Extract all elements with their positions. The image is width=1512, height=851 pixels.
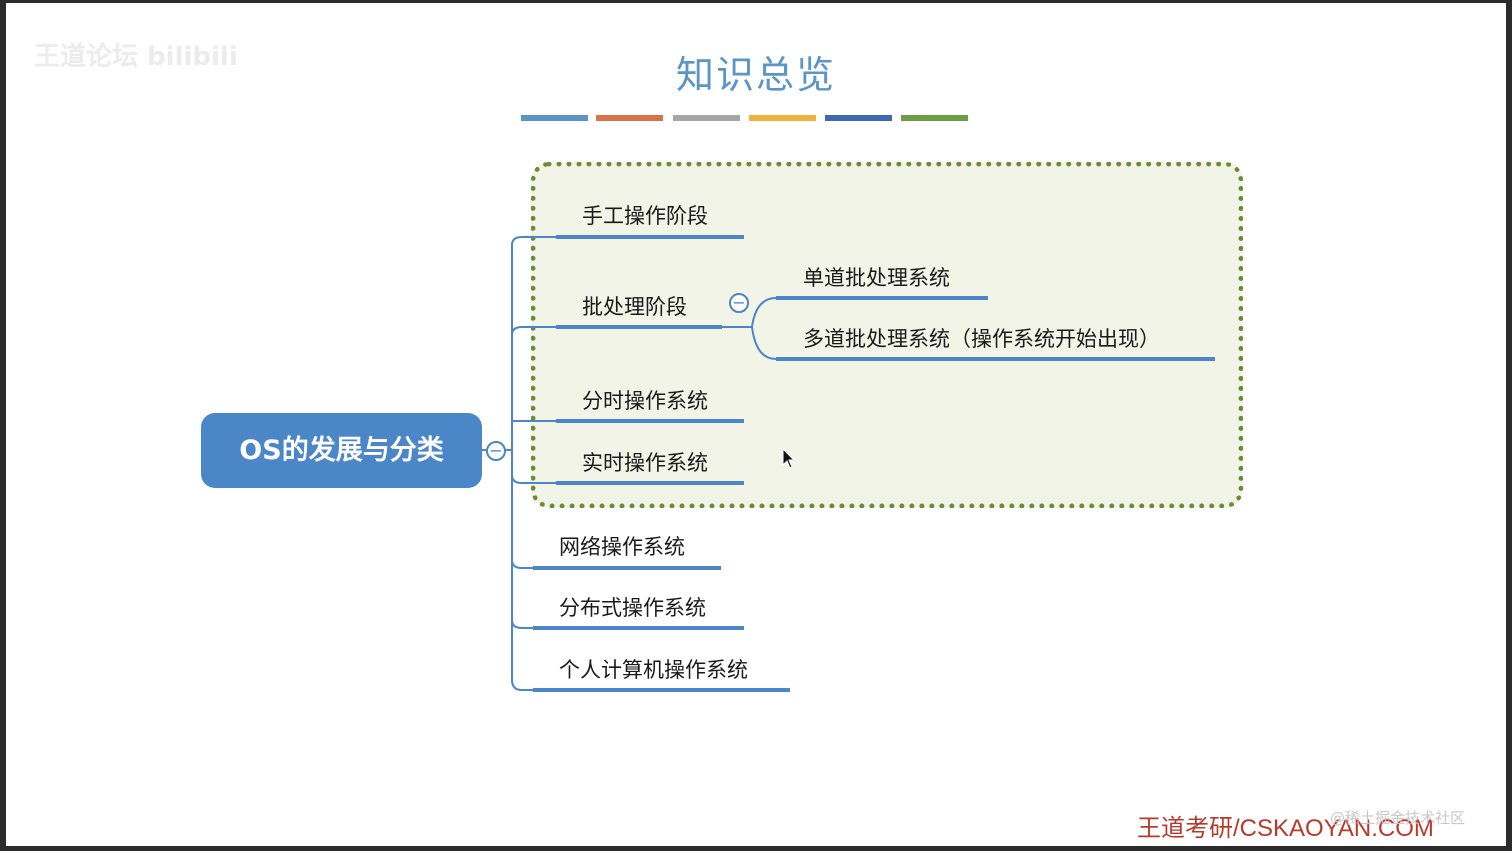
node-distributed-underline	[533, 626, 744, 630]
branch-2	[511, 326, 556, 336]
node-real-time-underline	[556, 481, 744, 485]
node-distributed[interactable]: 分布式操作系统	[559, 596, 706, 620]
node-personal-underline	[533, 688, 790, 692]
branch-5	[511, 559, 533, 569]
node-real-time[interactable]: 实时操作系统	[582, 451, 708, 475]
node-multi-batch[interactable]: 多道批处理系统（操作系统开始出现）	[803, 327, 1160, 351]
node-manual-underline	[556, 235, 744, 239]
node-multi-batch-underline	[776, 357, 1215, 361]
root-node[interactable]: OS的发展与分类	[201, 413, 482, 488]
mouse-cursor-icon	[782, 448, 796, 469]
node-manual[interactable]: 手工操作阶段	[582, 204, 708, 228]
collapse-root-icon[interactable]: −	[486, 441, 506, 461]
branch-6	[511, 619, 533, 629]
node-network[interactable]: 网络操作系统	[559, 535, 685, 559]
node-time-sharing-underline	[556, 419, 744, 423]
branch-7	[511, 679, 533, 691]
color-bar-4	[749, 115, 816, 121]
sub-branch-1	[751, 297, 777, 328]
branch-4	[511, 474, 556, 484]
sub-branch-2	[751, 326, 777, 360]
node-batch-underline	[556, 325, 722, 329]
watermark-community: @稀土掘金技术社区	[1330, 809, 1466, 827]
color-bar-6	[901, 115, 968, 121]
color-bar-1	[521, 115, 588, 121]
branch-1	[511, 236, 556, 246]
highlight-group-box	[531, 162, 1243, 508]
color-bar-2	[596, 115, 663, 121]
node-single-batch-underline	[776, 296, 988, 300]
node-network-underline	[533, 566, 721, 570]
page-title: 知识总览	[675, 53, 836, 97]
footer-brand: 王道考研/CSKAOYAN.COM	[1137, 815, 1434, 842]
node-single-batch[interactable]: 单道批处理系统	[803, 266, 950, 290]
node-personal[interactable]: 个人计算机操作系统	[559, 658, 748, 682]
node-time-sharing[interactable]: 分时操作系统	[582, 389, 708, 413]
node-batch[interactable]: 批处理阶段	[582, 295, 687, 319]
color-bar-3	[673, 115, 740, 121]
color-bar-5	[825, 115, 892, 121]
collapse-batch-icon[interactable]: −	[729, 293, 749, 313]
watermark-logo: 王道论坛 bilibili	[34, 42, 238, 72]
